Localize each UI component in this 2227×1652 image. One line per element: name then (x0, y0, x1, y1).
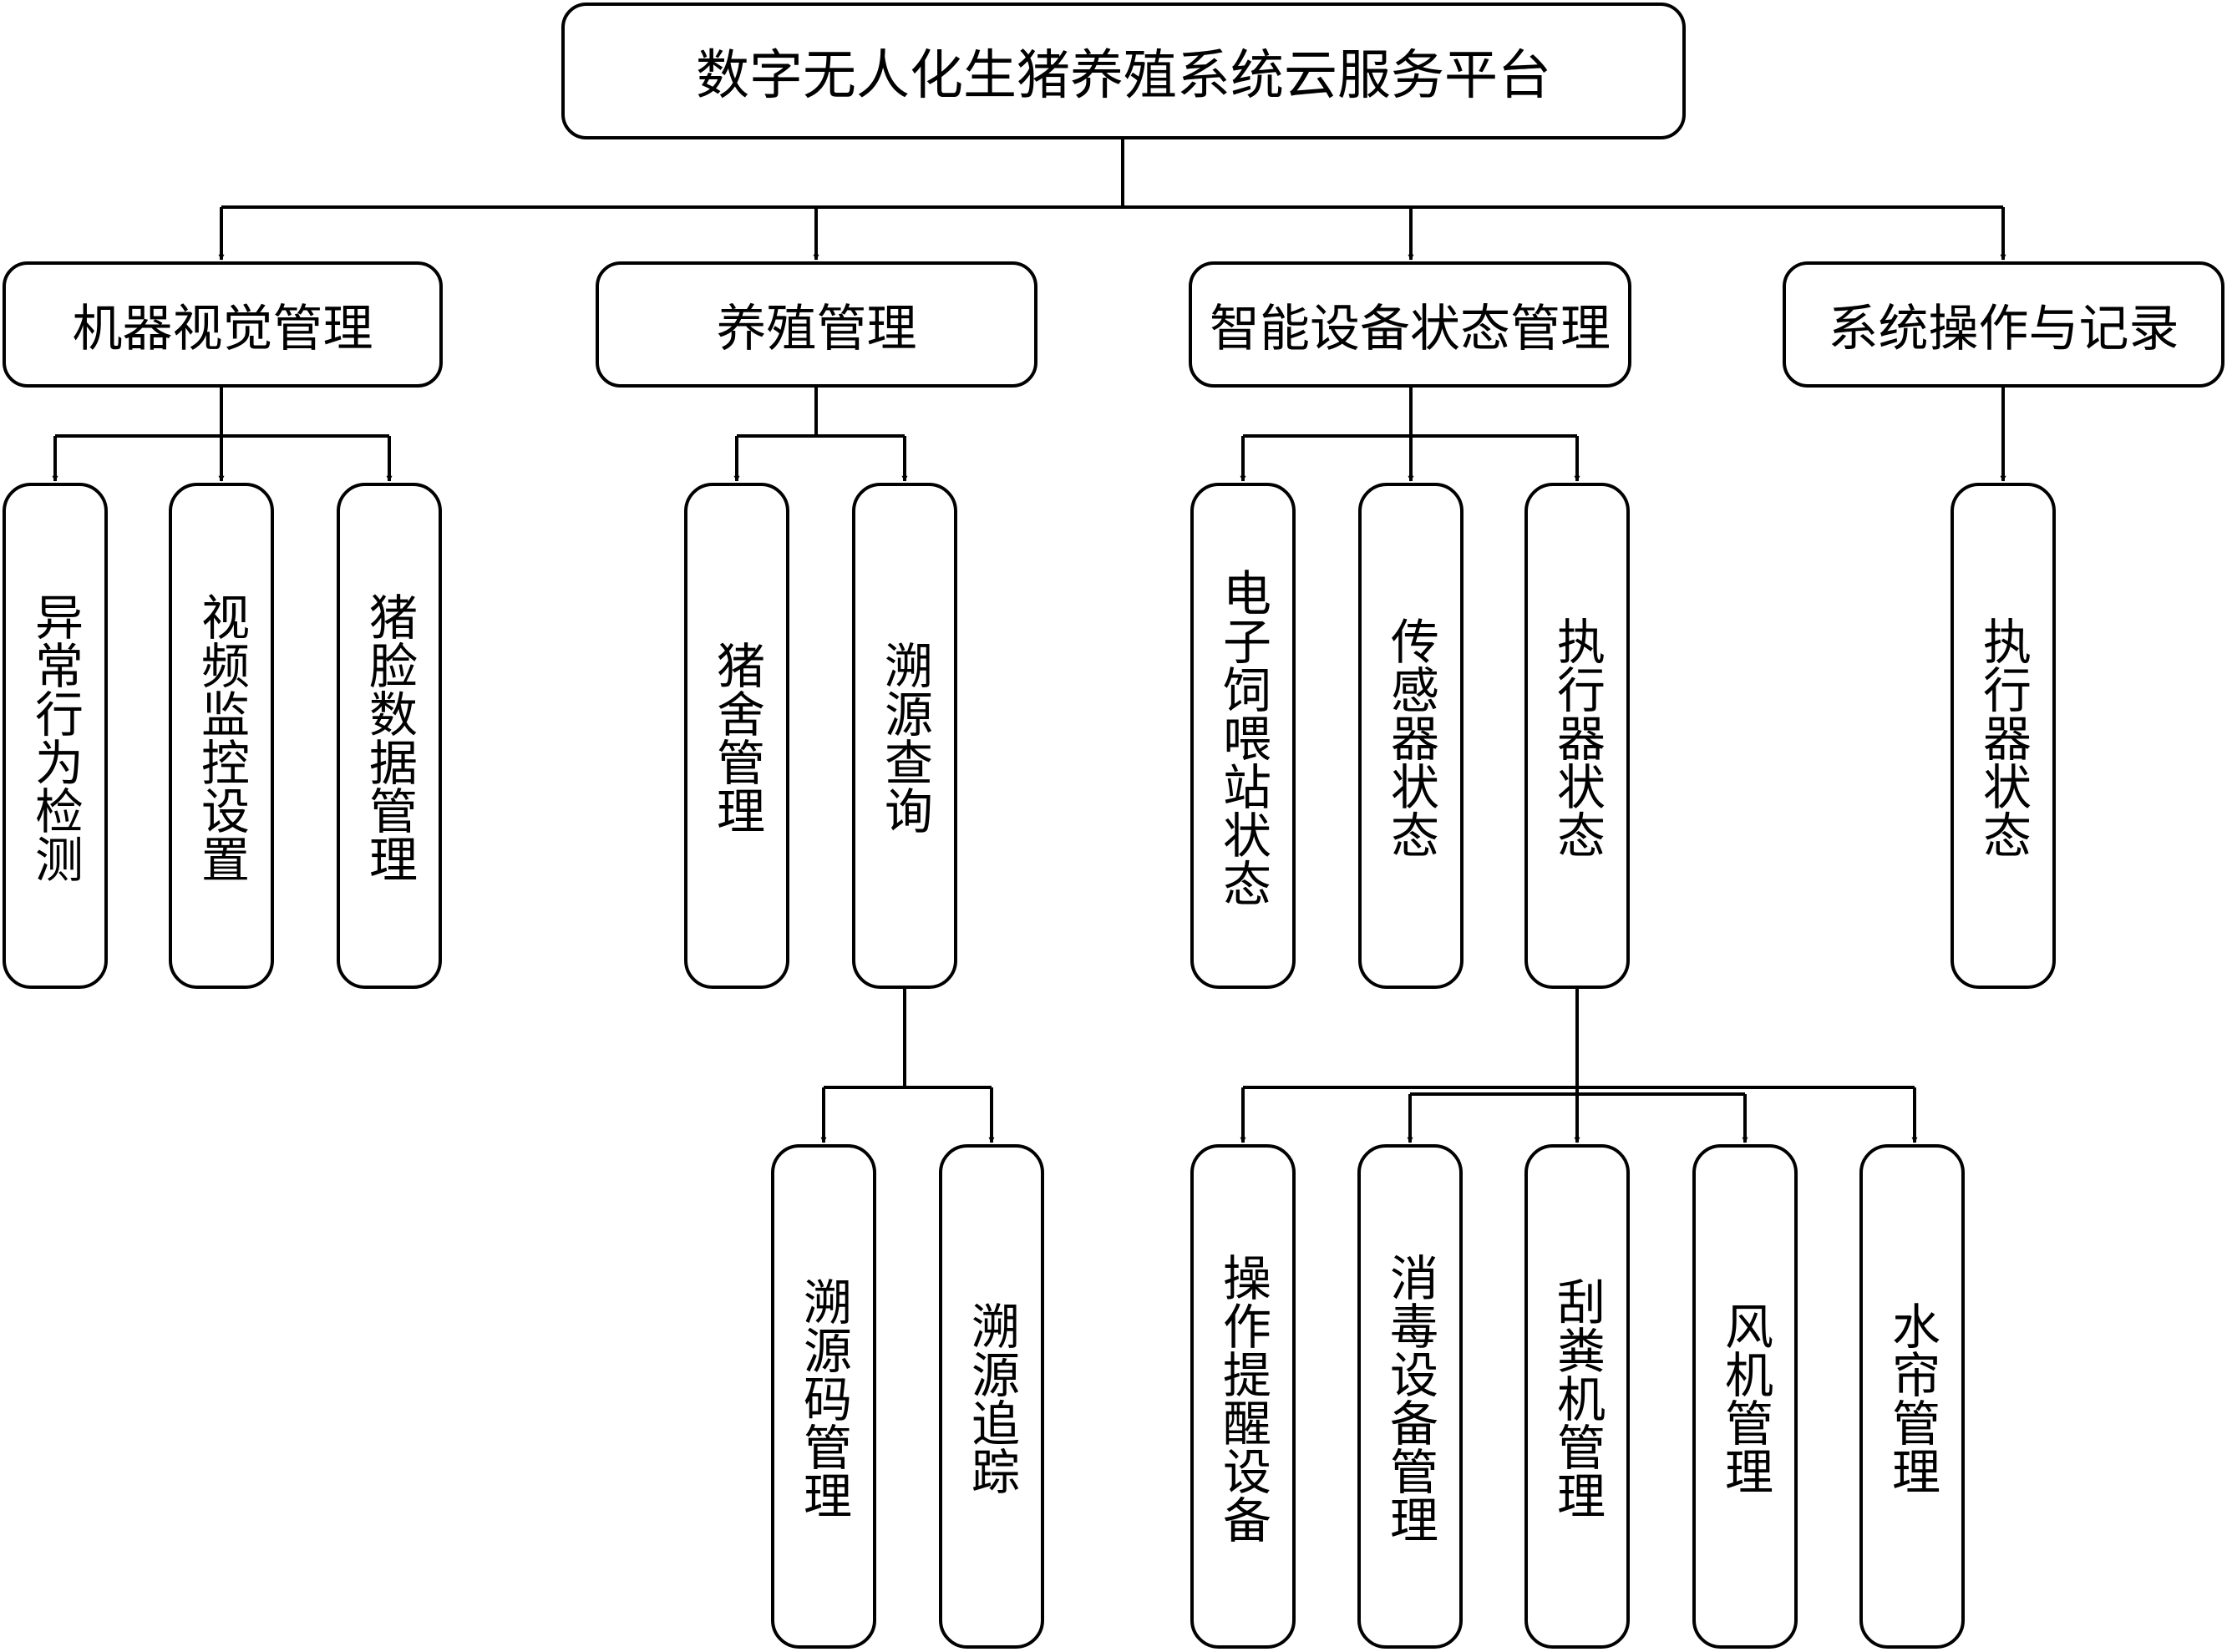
category-system-ops: 系统操作与记录 (1783, 261, 2224, 388)
node-label: 刮粪机管理 (1549, 1277, 1606, 1519)
category-label: 系统操作与记录 (1828, 300, 2179, 358)
category-label: 机器视觉管理 (72, 300, 373, 358)
machine-vision-connectors (52, 388, 393, 482)
node-label: 视频监控设置 (193, 592, 250, 883)
node-fan-management: 风机管理 (1692, 1144, 1798, 1649)
node-system-actuator-status: 执行器状态 (1951, 483, 2056, 989)
node-pig-face-data: 猪脸数据管理 (337, 483, 442, 989)
actuator-connectors (1240, 989, 1918, 1143)
node-video-monitoring: 视频监控设置 (169, 483, 274, 989)
node-feeding-station-status: 电子饲喂站状态 (1190, 483, 1296, 989)
node-trace-query: 溯源查询 (852, 483, 957, 989)
node-water-curtain-management: 水帘管理 (1859, 1144, 1965, 1649)
node-pigsty-management: 猪舍管理 (684, 483, 789, 989)
node-label: 执行器状态 (1975, 616, 2032, 859)
category-label: 智能设备状态管理 (1210, 300, 1611, 358)
node-trace-code-management: 溯源码管理 (771, 1144, 876, 1649)
node-label: 消毒设备管理 (1382, 1253, 1438, 1543)
node-sensor-status: 传感器状态 (1358, 483, 1464, 989)
category-device-status: 智能设备状态管理 (1189, 261, 1631, 388)
node-label: 执行器状态 (1549, 616, 1606, 859)
node-label: 溯源查询 (876, 641, 933, 834)
node-label: 猪舍管理 (708, 641, 765, 834)
node-manure-scraper-management: 刮粪机管理 (1524, 1144, 1630, 1649)
node-label: 传感器状态 (1382, 616, 1439, 859)
node-label: 猪脸数据管理 (361, 592, 418, 883)
node-abnormal-behavior: 异常行为检测 (3, 483, 108, 989)
node-label: 操作提醒设备 (1215, 1253, 1271, 1543)
root-node: 数字无人化生猪养殖系统云服务平台 (561, 3, 1686, 139)
node-actuator-status: 执行器状态 (1524, 483, 1630, 989)
root-connectors (218, 139, 2006, 261)
breeding-connectors (733, 388, 908, 482)
root-label: 数字无人化生猪养殖系统云服务平台 (696, 45, 1551, 107)
node-disinfection-management: 消毒设备管理 (1357, 1144, 1463, 1649)
node-label: 异常行为检测 (27, 592, 84, 883)
node-label: 溯源追踪 (963, 1301, 1020, 1495)
category-label: 养殖管理 (716, 300, 917, 358)
category-machine-vision: 机器视觉管理 (3, 261, 443, 388)
node-operation-reminder: 操作提醒设备 (1190, 1144, 1296, 1649)
node-trace-tracking: 溯源追踪 (939, 1144, 1044, 1649)
node-label: 水帘管理 (1884, 1301, 1940, 1495)
device-status-connectors (1240, 388, 1580, 482)
node-label: 溯源码管理 (795, 1277, 852, 1519)
category-breeding: 养殖管理 (596, 261, 1037, 388)
node-label: 风机管理 (1717, 1301, 1773, 1495)
node-label: 电子饲喂站状态 (1215, 568, 1271, 907)
trace-connectors (820, 989, 995, 1143)
